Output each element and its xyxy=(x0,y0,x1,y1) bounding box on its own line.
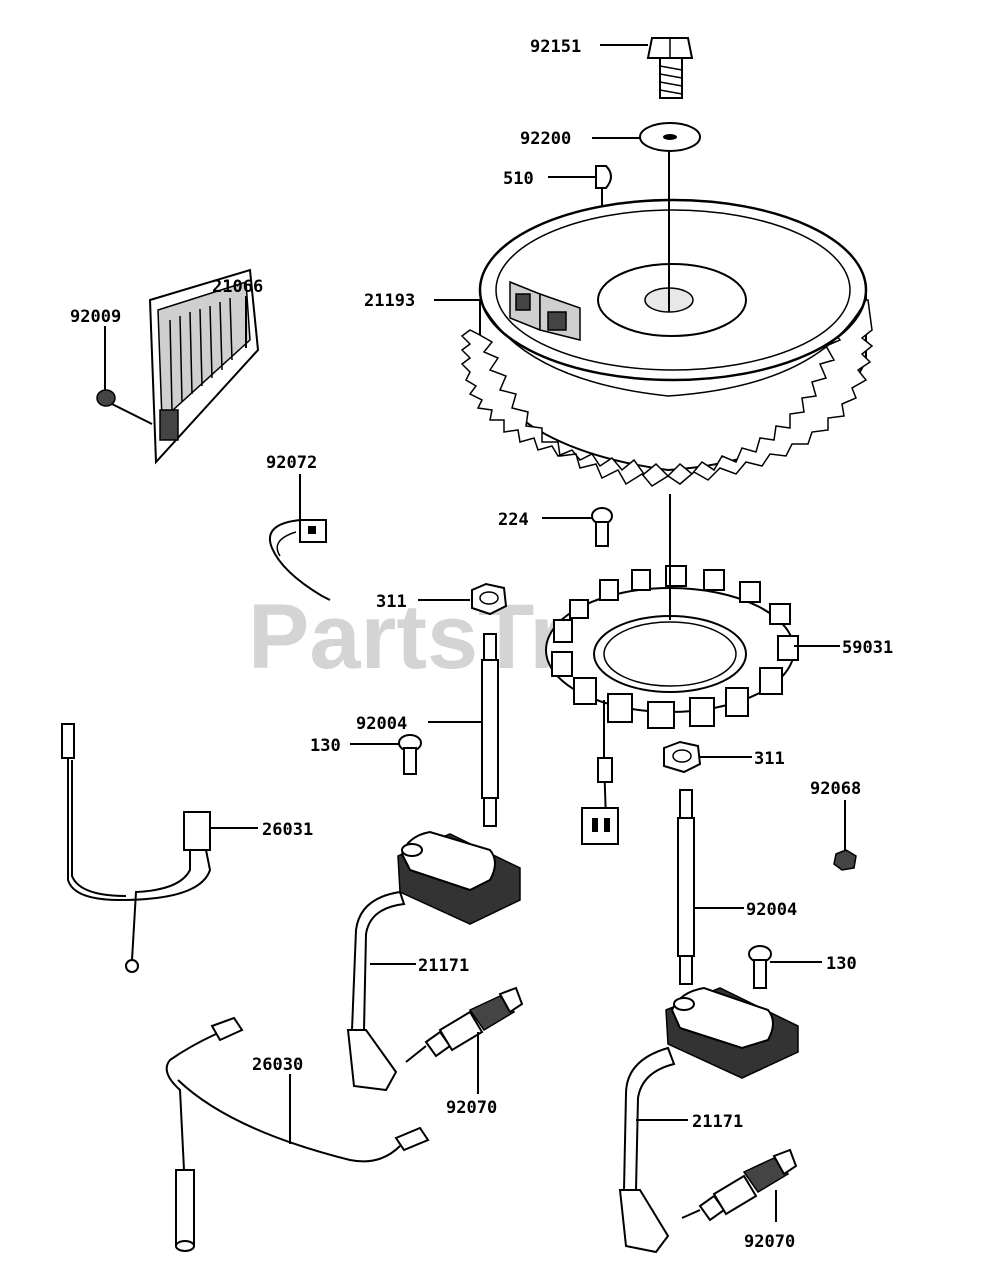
label-59031: 59031 xyxy=(842,638,893,658)
label-92200: 92200 xyxy=(520,129,571,149)
key-510[interactable] xyxy=(595,165,612,189)
bolt-92151[interactable] xyxy=(646,37,694,99)
harness-26030[interactable] xyxy=(165,1016,430,1252)
label-92151: 92151 xyxy=(530,37,581,57)
coil-21171-right[interactable] xyxy=(618,986,799,1254)
nut-311-lower[interactable] xyxy=(663,740,702,774)
harness-26031[interactable] xyxy=(61,723,212,973)
washer-92200[interactable] xyxy=(639,122,701,152)
label-26031: 26031 xyxy=(262,820,313,840)
label-130-left: 130 xyxy=(310,736,341,756)
spark-plug-92070-right[interactable] xyxy=(698,1148,798,1222)
bolt-130-right[interactable] xyxy=(748,945,772,989)
label-92009: 92009 xyxy=(70,307,121,327)
coil-21171-left[interactable] xyxy=(346,830,521,1092)
nut-311-upper[interactable] xyxy=(471,582,508,616)
label-92068: 92068 xyxy=(810,779,861,799)
bolt-130-left[interactable] xyxy=(398,734,422,775)
label-92072: 92072 xyxy=(266,453,317,473)
clamp-92072[interactable] xyxy=(269,519,331,601)
nut-92068[interactable] xyxy=(833,849,857,871)
stator-59031[interactable] xyxy=(545,565,799,845)
label-92004-right: 92004 xyxy=(746,900,797,920)
label-92004-left: 92004 xyxy=(356,714,407,734)
bolt-224[interactable] xyxy=(591,507,613,547)
label-21171-right: 21171 xyxy=(692,1112,743,1132)
label-92070-right: 92070 xyxy=(744,1232,795,1252)
label-224: 224 xyxy=(498,510,529,530)
spark-plug-92070-left[interactable] xyxy=(424,986,524,1058)
label-510: 510 xyxy=(503,169,534,189)
label-21066: 21066 xyxy=(212,277,263,297)
label-26030: 26030 xyxy=(252,1055,303,1075)
stud-92004-left[interactable] xyxy=(481,633,499,827)
stud-92004-right[interactable] xyxy=(677,789,695,985)
flywheel-21193[interactable] xyxy=(460,198,874,487)
label-130-right: 130 xyxy=(826,954,857,974)
label-311-lower: 311 xyxy=(754,749,785,769)
label-21193: 21193 xyxy=(364,291,415,311)
label-92070-left: 92070 xyxy=(446,1098,497,1118)
label-21171-left: 21171 xyxy=(418,956,469,976)
screw-92009[interactable] xyxy=(96,389,153,425)
regulator-21066[interactable] xyxy=(148,268,260,465)
label-311-upper: 311 xyxy=(376,592,407,612)
